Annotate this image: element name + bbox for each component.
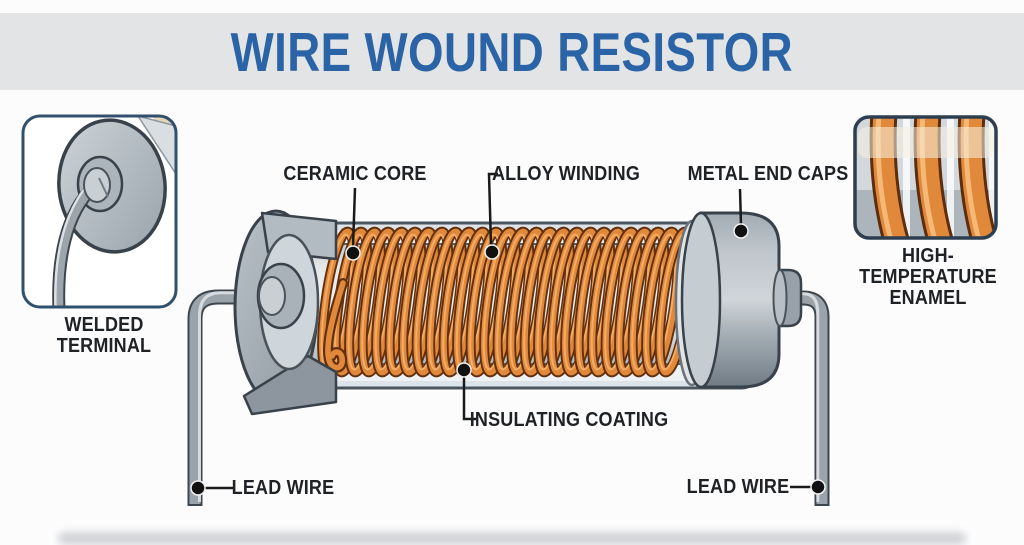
page-title: WIRE WOUND RESISTOR <box>230 20 794 83</box>
lead-wire-right-graphic <box>792 290 830 506</box>
right-end-cap <box>674 211 803 389</box>
lead-wire-right-dot <box>810 479 826 495</box>
ceramic-core-dot <box>345 245 361 261</box>
welded-terminal-inset <box>21 114 178 309</box>
lead-wire-left-graphic <box>187 289 272 506</box>
alloy-winding-dot <box>484 244 500 260</box>
lead-wire-left-label: LEAD WIRE <box>231 477 335 499</box>
coil-wire-tail <box>323 278 348 373</box>
enamel-inset <box>853 115 998 240</box>
metal-end-caps-dot <box>733 223 749 239</box>
alloy-winding-label: ALLOY WINDING <box>491 163 641 185</box>
lead-wire-right-label: LEAD WIRE <box>686 476 790 498</box>
welded-terminal-caption: WELDED TERMINAL <box>56 314 152 357</box>
leader-lines <box>204 172 812 490</box>
title-banner: WIRE WOUND RESISTOR <box>0 13 1024 90</box>
insulating-coating-leader <box>462 375 477 421</box>
metal-end-caps-leader <box>738 188 743 226</box>
high-temperature-enamel-caption: HIGH-TEMPERATURE ENAMEL <box>859 245 997 309</box>
insulating-coating-label: INSULATING COATING <box>469 409 669 431</box>
ground-shadow <box>58 532 966 545</box>
metal-end-caps-label: METAL END CAPS <box>687 163 849 185</box>
leader-dots <box>190 223 826 496</box>
insulating-coating-dot <box>456 362 472 378</box>
left-end-cap-cutaway <box>233 209 338 416</box>
resistor-body <box>187 209 830 506</box>
alloy-winding-coil <box>317 226 697 378</box>
inset-wire <box>52 181 99 307</box>
ceramic-core-label: CERAMIC CORE <box>283 163 427 185</box>
lead-wire-left-dot <box>190 480 206 496</box>
alloy-winding-leader <box>487 172 498 247</box>
ceramic-core-leader <box>351 187 357 248</box>
